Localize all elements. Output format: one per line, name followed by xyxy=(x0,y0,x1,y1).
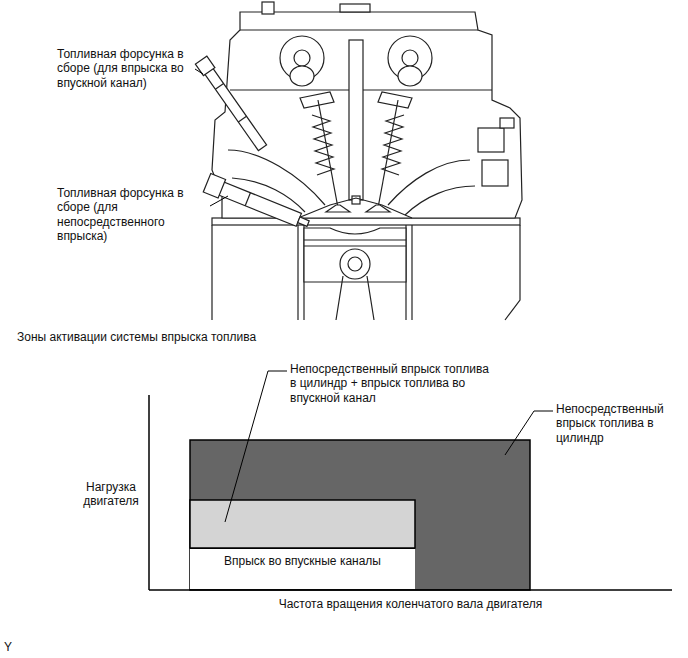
dual-injection-zone xyxy=(190,500,415,548)
direct-injection-zone xyxy=(190,440,530,590)
figure-code: Y xyxy=(4,640,24,654)
part-label: Топливная форсунка в сборе (для непосред… xyxy=(57,186,207,244)
x-axis xyxy=(149,589,672,591)
leader-line xyxy=(195,69,203,74)
y-axis xyxy=(148,395,150,590)
leader-line xyxy=(225,371,287,522)
zone-chart xyxy=(149,395,672,590)
axis-label: Частота вращения коленчатого вала двигат… xyxy=(149,597,672,611)
chart-title: Зоны активации системы впрыска топлива xyxy=(17,330,256,344)
part-label: Топливная форсунка в сборе (для впрыска … xyxy=(57,47,192,90)
zone-label: Непосредственный впрыск топлива в цилинд… xyxy=(290,362,495,405)
zone-label: Непосредственный впрыск топлива в цилинд… xyxy=(556,402,671,445)
axis-label: Нагрузка двигателя xyxy=(76,480,146,509)
leader-line xyxy=(210,196,228,206)
zone-box: Впрыск во впускные каналы xyxy=(190,548,415,589)
leader-line xyxy=(505,411,553,455)
leader-group xyxy=(195,69,553,522)
zone-text: Впрыск во впускные каналы xyxy=(190,554,415,568)
engine-section xyxy=(195,2,522,320)
